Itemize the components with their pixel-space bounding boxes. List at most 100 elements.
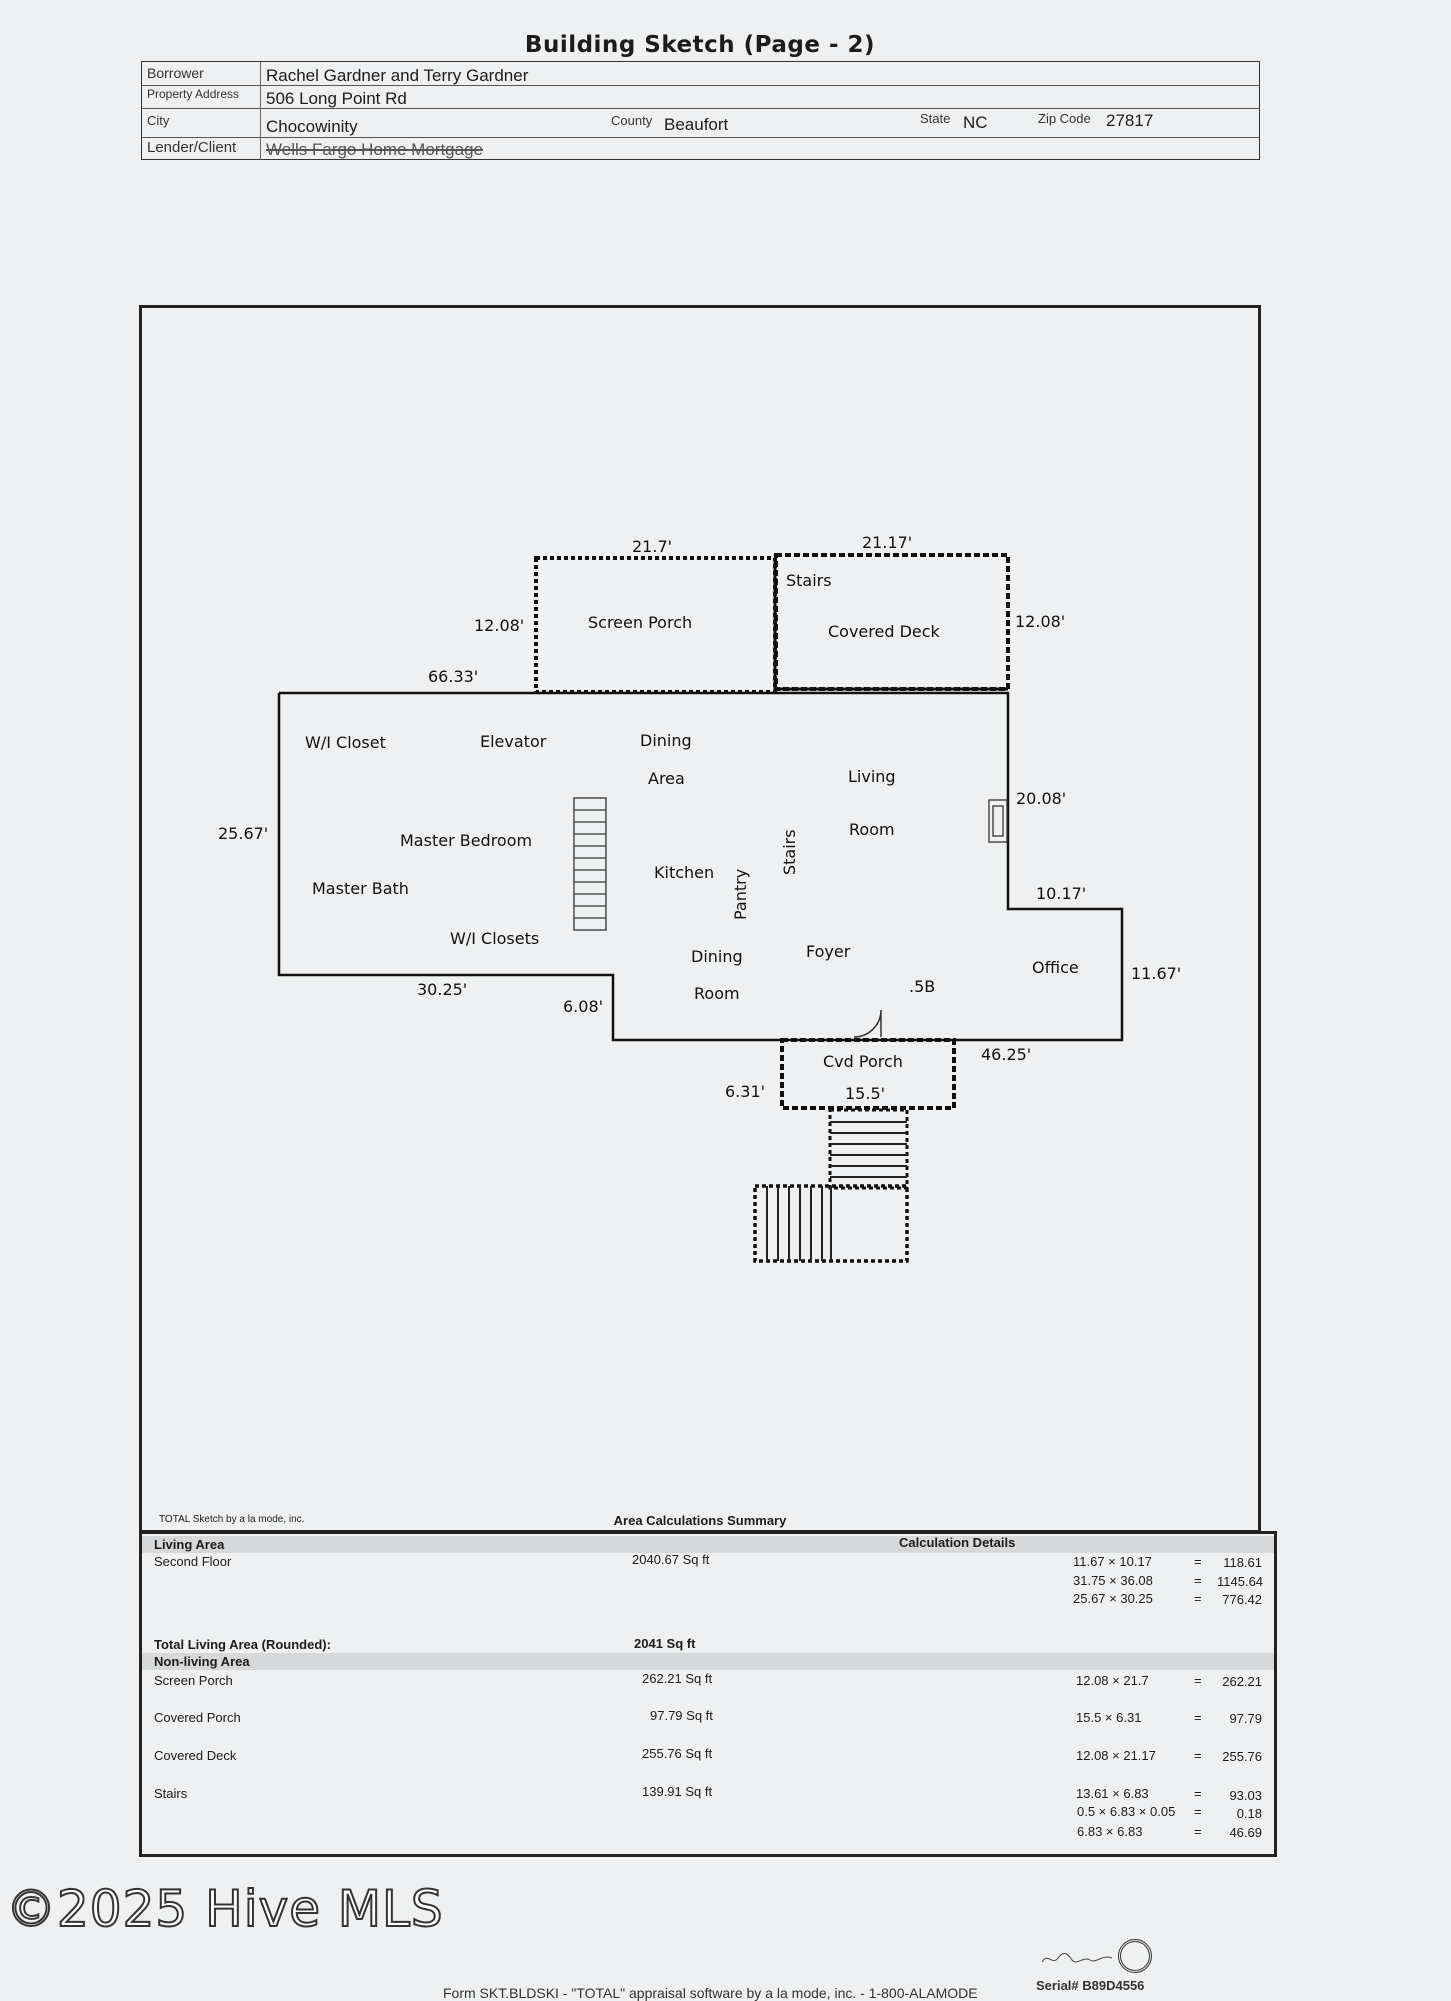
area-calculations-box: Living Area Calculation Details Second F…	[139, 1531, 1277, 1857]
calc-eq: =	[1194, 1710, 1202, 1725]
second-floor-label: Second Floor	[154, 1554, 232, 1569]
calc-expr: 15.5 × 6.31	[1076, 1710, 1142, 1725]
foyer-label: Foyer	[806, 942, 851, 961]
calc-expr: 25.67 × 30.25	[1073, 1591, 1153, 1606]
stairs-top-label: Stairs	[786, 571, 832, 590]
calc-eq: =	[1194, 1804, 1202, 1819]
door-swing	[853, 1009, 882, 1038]
calc-expr: 12.08 × 21.17	[1076, 1748, 1156, 1763]
living-room-label-1: Living	[848, 767, 896, 786]
covered-porch-outline	[780, 1038, 956, 1110]
dim-bottom-left: 30.25'	[417, 980, 467, 999]
calc-expr: 13.61 × 6.83	[1076, 1786, 1149, 1801]
pantry-label: Pantry	[731, 869, 750, 920]
living-area-label: Living Area	[154, 1537, 225, 1552]
calc-expr: 11.67 × 10.17	[1073, 1554, 1152, 1569]
wi-closets-label: W/I Closets	[450, 929, 539, 948]
borrower-row: Borrower Rachel Gardner and Terry Gardne…	[142, 62, 1259, 86]
stairs-row-label: Stairs	[154, 1786, 188, 1801]
main-living-outline	[277, 691, 1124, 1042]
living-room-label-2: Room	[849, 820, 895, 839]
dim-porch-depth: 6.31'	[725, 1082, 765, 1101]
total-living-value: 2041 Sq ft	[634, 1636, 696, 1651]
master-bath-label: Master Bath	[312, 879, 409, 898]
non-living-label: Non-living Area	[154, 1654, 250, 1669]
city-label: City	[147, 113, 170, 128]
borrower-value: Rachel Gardner and Terry Gardner	[266, 66, 529, 85]
dining-room-label-2: Room	[694, 984, 740, 1003]
address-value: 506 Long Point Rd	[266, 89, 407, 108]
state-label: State	[920, 111, 951, 126]
header-info-box: Borrower Rachel Gardner and Terry Gardne…	[141, 61, 1260, 160]
calc-value: 97.79	[1229, 1711, 1262, 1726]
zip-value: 27817	[1106, 111, 1154, 130]
lender-row: Lender/Client Wells Fargo Home Mortgage	[142, 136, 1259, 160]
hive-mls-watermark: ©2025 Hive MLS	[5, 1879, 444, 1939]
calc-eq: =	[1194, 1673, 1202, 1688]
kitchen-label: Kitchen	[654, 863, 714, 882]
summary-title: Area Calculations Summary	[613, 1513, 787, 1528]
calc-eq: =	[1194, 1591, 1202, 1606]
elevator-label: Elevator	[480, 732, 547, 751]
sketch-credit: TOTAL Sketch by a la mode, inc.	[159, 1514, 305, 1525]
covered-deck-label: Covered Deck	[828, 622, 941, 641]
dining-area-label-2: Area	[648, 769, 685, 788]
dim-main-top: 66.33'	[428, 667, 478, 686]
dim-office-right: 11.67'	[1131, 964, 1181, 983]
county-value: Beaufort	[664, 115, 729, 134]
page-title: Building Sketch (Page - 2)	[524, 32, 876, 58]
seal-icon	[1118, 1939, 1152, 1973]
lender-value-struck: Wells Fargo Home Mortgage	[266, 140, 483, 159]
stairs-row-area: 139.91 Sq ft	[642, 1784, 713, 1799]
address-row: Property Address 506 Long Point Rd	[142, 85, 1259, 108]
dim-screen-porch-depth: 12.08'	[474, 616, 524, 635]
second-floor-area: 2040.67 Sq ft	[632, 1552, 710, 1567]
calc-value: 93.03	[1229, 1788, 1262, 1803]
calc-expr: 12.08 × 21.7	[1076, 1673, 1149, 1688]
calc-expr: 31.75 × 36.08	[1073, 1573, 1153, 1588]
calc-details-label: Calculation Details	[899, 1535, 1016, 1550]
calc-value: 262.21	[1222, 1674, 1262, 1689]
master-bedroom-label: Master Bedroom	[400, 831, 532, 850]
dim-right-upper: 20.08'	[1016, 789, 1066, 808]
state-value: NC	[963, 113, 988, 132]
screen-porch-outline	[534, 556, 777, 694]
calc-eq: =	[1194, 1573, 1202, 1588]
fireplace-symbol	[988, 799, 1008, 843]
county-label: County	[611, 113, 653, 128]
dining-area-label-1: Dining	[640, 731, 692, 750]
zip-label: Zip Code	[1038, 111, 1091, 126]
screen-porch-row-area: 262.21 Sq ft	[642, 1671, 713, 1686]
dim-covered-deck-width: 21.17'	[862, 533, 912, 552]
calc-expr: 0.5 × 6.83 × 0.05	[1077, 1804, 1176, 1819]
lender-label: Lender/Client	[147, 139, 237, 156]
address-label: Property Address	[147, 87, 240, 101]
wi-closet-label: W/I Closet	[305, 733, 386, 752]
calc-value: 118.61	[1223, 1555, 1262, 1570]
dim-main-left: 25.67'	[218, 824, 268, 843]
non-living-band	[142, 1653, 1274, 1670]
borrower-label: Borrower	[147, 65, 204, 81]
calc-eq: =	[1194, 1554, 1202, 1569]
calc-eq: =	[1194, 1748, 1202, 1763]
cvd-porch-label: Cvd Porch	[823, 1052, 903, 1071]
calc-value: 776.42	[1222, 1592, 1262, 1607]
dining-room-label-1: Dining	[691, 947, 743, 966]
calc-value: 46.69	[1229, 1825, 1262, 1840]
dim-bottom-step: 6.08'	[563, 997, 603, 1016]
dim-covered-deck-depth: 12.08'	[1015, 612, 1065, 631]
footer-text: Form SKT.BLDSKI - "TOTAL" appraisal soft…	[443, 1985, 978, 2001]
dim-porch-width: 15.5'	[845, 1084, 885, 1103]
covered-porch-row-label: Covered Porch	[154, 1710, 241, 1725]
screen-porch-row-label: Screen Porch	[154, 1673, 233, 1688]
screen-porch-label: Screen Porch	[588, 613, 692, 632]
dim-office-step: 10.17'	[1036, 884, 1086, 903]
calc-value: 255.76	[1222, 1749, 1262, 1764]
half-bath-label: .5B	[909, 977, 935, 996]
header-divider	[260, 62, 261, 160]
covered-deck-row-area: 255.76 Sq ft	[642, 1746, 713, 1761]
calc-expr: 6.83 × 6.83	[1077, 1824, 1143, 1839]
serial-number: Serial# B89D4556	[1036, 1978, 1145, 1993]
city-row: City Chocowinity County Beaufort State N…	[142, 108, 1259, 138]
calc-value: 1145.64	[1217, 1574, 1264, 1589]
